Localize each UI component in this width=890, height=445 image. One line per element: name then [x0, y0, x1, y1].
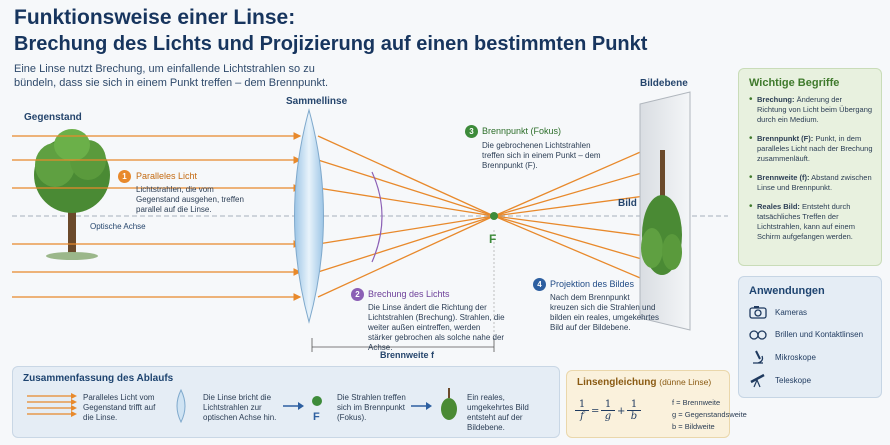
term-name: Reales Bild: [757, 202, 800, 211]
step-3-text: Die gebrochenen Lichtstrahlen treffen si… [482, 141, 601, 170]
step-3-title: Brennpunkt (Fokus) [482, 126, 562, 136]
telescope-icon [750, 373, 765, 388]
summary-focus-symbol: F [313, 411, 320, 423]
summary-step-3: Die Strahlen treffen sich im Brennpunkt … [337, 393, 406, 422]
application-item: Kameras [749, 305, 807, 319]
numerator: 1 [627, 399, 641, 411]
arrow-right-icon [411, 402, 432, 410]
applications-panel: Anwendungen Kameras Brillen und Kontaktl… [738, 276, 882, 398]
step-2-text: Die Linse ändert die Richtung der Lichts… [368, 303, 505, 352]
term-text: Entsteht durch tatsächliches Treffen der… [757, 202, 855, 241]
inverted-tree-image [641, 150, 682, 275]
equals-sign: = [591, 406, 600, 417]
optical-axis-label: Optische Achse [90, 222, 146, 231]
formula-fraction-f: 1 f [575, 399, 589, 422]
formula-legend-f: f = Brennweite [672, 398, 721, 407]
summary-panel: Zusammenfassung des Ablaufs Paralleles L… [12, 366, 560, 438]
term-text: Abstand zwischen Linse und Brennpunkt. [757, 173, 872, 192]
formula-panel: Linsengleichung (dünne Linse) 1 f = 1 g … [566, 370, 730, 438]
term-name: Brennpunkt (F): [757, 134, 814, 143]
step-4-text: Nach dem Brennpunkt kreuzen sich die Str… [550, 293, 659, 332]
formula-fraction-b: 1 b [627, 399, 641, 422]
term-item: Reales Bild: Entsteht durch tatsächliche… [749, 202, 873, 242]
tree-object [34, 129, 110, 260]
summary-step-2: Die Linse bricht die Lichtstrahlen zur o… [203, 393, 277, 422]
formula-legend-b: b = Bildweite [672, 422, 715, 431]
lens-label: Sammellinse [286, 96, 348, 107]
image-label: Bild [618, 198, 637, 209]
refraction-arc [371, 171, 383, 263]
camera-icon [749, 306, 767, 319]
application-label: Mikroskope [775, 352, 816, 362]
formula-title: Linsengleichung (dünne Linse) [577, 377, 729, 388]
object-label: Gegenstand [24, 112, 82, 123]
page-subtitle: Brechung des Lichts und Projizierung auf… [14, 33, 648, 55]
denominator: g [604, 411, 612, 422]
formula-title-text: Linsengleichung [577, 377, 657, 388]
term-item: Brechung: Änderung der Richtung von Lich… [749, 95, 873, 125]
denominator: f [580, 411, 584, 422]
focal-length-label: Brennweite f [380, 350, 435, 360]
focal-point [490, 212, 498, 220]
numerator: 1 [575, 399, 589, 411]
step-3-badge: 3 [465, 125, 478, 138]
arrow-right-icon [283, 402, 304, 410]
microscope-icon [753, 350, 764, 364]
term-text: Änderung der Richtung von Licht beim Übe… [757, 95, 873, 124]
summary-title: Zusammenfassung des Ablaufs [23, 373, 174, 384]
summary-step-1: Paralleles Licht vom Gegenstand trifft a… [83, 393, 156, 422]
term-item: Brennweite (f): Abstand zwischen Linse u… [749, 173, 873, 193]
terms-panel: Wichtige Begriffe Brechung: Änderung der… [738, 68, 882, 266]
glasses-icon [749, 330, 767, 340]
denominator: b [630, 411, 638, 422]
term-name: Brechung: [757, 95, 795, 104]
formula-fraction-g: 1 g [601, 399, 615, 422]
application-item: Brillen und Kontaktlinsen [749, 327, 863, 341]
step-2-badge: 2 [351, 288, 364, 301]
inverted-tree-icon [441, 388, 457, 420]
parallel-rays-icon [27, 393, 77, 417]
formula-legend-g: g = Gegenstandsweite [672, 410, 747, 419]
focal-point-label: F [489, 232, 497, 246]
term-name: Brennweite (f): [757, 173, 810, 182]
application-label: Kameras [775, 307, 808, 317]
step-1-title: Paralleles Licht [136, 171, 198, 181]
focus-dot-icon [312, 396, 322, 406]
image-plane-label: Bildebene [640, 78, 688, 89]
step-2-title: Brechung des Lichts [368, 289, 450, 299]
refracted-rays [317, 135, 646, 298]
step-1-text: Lichtstrahlen, die vom Gegenstand ausgeh… [136, 185, 244, 214]
intro-text: Eine Linse nutzt Brechung, um einfallend… [14, 63, 329, 89]
term-text: Punkt, in dem paralleles Licht nach der … [757, 134, 873, 163]
applications-title: Anwendungen [749, 285, 825, 297]
application-label: Brillen und Kontaktlinsen [775, 329, 864, 339]
step-4-title: Projektion des Bildes [550, 279, 635, 289]
step-4-badge: 4 [533, 278, 546, 291]
converging-lens [294, 108, 324, 324]
step-1-badge: 1 [118, 170, 131, 183]
plus-sign: + [617, 406, 626, 417]
incoming-rays [12, 132, 302, 301]
application-item: Teleskope [749, 372, 811, 388]
summary-step-4: Ein reales, umgekehrtes Bild entsteht au… [467, 393, 529, 432]
application-label: Teleskope [775, 375, 812, 385]
page-title: Funktionsweise einer Linse: [14, 6, 296, 29]
terms-title: Wichtige Begriffe [749, 77, 840, 89]
application-item: Mikroskope [749, 349, 816, 365]
term-item: Brennpunkt (F): Punkt, in dem paralleles… [749, 134, 873, 164]
formula-subtitle: (dünne Linse) [659, 377, 712, 387]
lens-icon [176, 389, 186, 423]
numerator: 1 [601, 399, 615, 411]
